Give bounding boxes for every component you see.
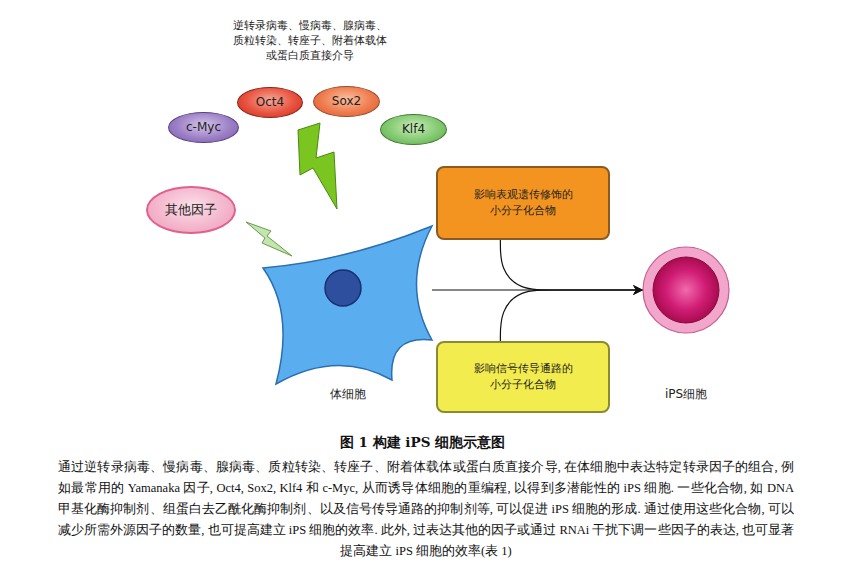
factor-ellipse: Oct4 xyxy=(237,87,303,118)
factor-ellipse: 其他因子 xyxy=(146,186,236,234)
figure-caption: 通过逆转录病毒、慢病毒、腺病毒、质粒转染、转座子、附着体载体或蛋白质直接介导, … xyxy=(58,457,794,562)
lightning-bolt xyxy=(246,222,292,256)
cell-label: iPS细胞 xyxy=(665,386,707,403)
factor-name: 其他因子 xyxy=(165,201,217,220)
figure-title: 图 1 构建 iPS 细胞示意图 xyxy=(0,434,845,452)
box-text: 影响信号传导通路的 小分子化合物 xyxy=(470,361,576,393)
factor-name: Oct4 xyxy=(256,94,284,111)
factor-ellipse: Klf4 xyxy=(380,114,447,145)
compound-box: 影响表观遗传修饰的 小分子化合物 xyxy=(436,166,610,240)
cell-outline xyxy=(262,222,434,388)
factor-name: c-Myc xyxy=(186,119,221,136)
process-arrow xyxy=(500,290,643,341)
ips-cell: iPS细胞 xyxy=(636,243,736,407)
method-note: 逆转录病毒、慢病毒、腺病毒、质粒转染、转座子、附着体载体或蛋白质直接介导 xyxy=(232,19,388,64)
cell-label: 体细胞 xyxy=(330,386,366,403)
process-arrow xyxy=(500,240,643,290)
lightning-bolt xyxy=(298,123,337,209)
ips-outer xyxy=(643,247,729,333)
factor-ellipse: Sox2 xyxy=(313,86,380,117)
factor-ellipse: c-Myc xyxy=(168,112,239,143)
factor-name: Klf4 xyxy=(402,121,425,138)
ips-outline xyxy=(636,243,736,343)
factor-name: Sox2 xyxy=(332,93,361,110)
somatic-cell: 体细胞 xyxy=(262,222,434,407)
ips-inner xyxy=(653,257,719,323)
cell-body xyxy=(263,226,432,384)
compound-box: 影响信号传导通路的 小分子化合物 xyxy=(436,341,610,413)
cell-nucleus xyxy=(325,270,361,306)
box-text: 影响表观遗传修饰的 小分子化合物 xyxy=(470,187,576,219)
